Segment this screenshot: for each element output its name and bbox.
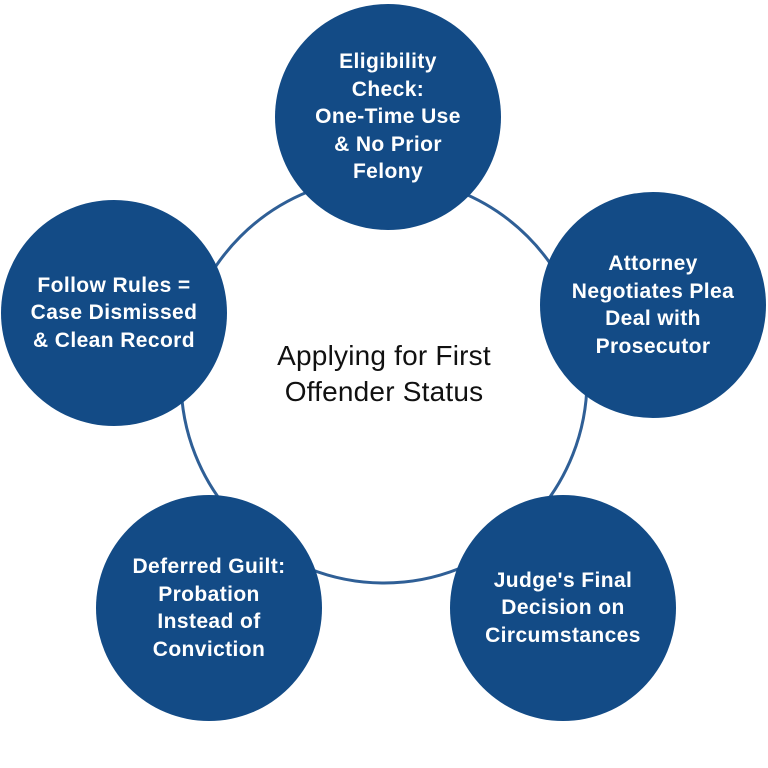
center-title-line-1: Applying for First (277, 340, 491, 371)
step-node-deferred-guilt: Deferred Guilt: Probation Instead of Con… (96, 495, 322, 721)
step-node-line: Probation (158, 582, 260, 606)
step-node-line: & Clean Record (33, 328, 195, 352)
step-node-text: Follow Rules = Case Dismissed & Clean Re… (31, 272, 198, 355)
step-node-text: Deferred Guilt: Probation Instead of Con… (132, 553, 285, 663)
step-node-line: Felony (352, 160, 424, 184)
step-node-line: Negotiates Plea (571, 279, 735, 303)
step-node-line: Decision on (501, 596, 625, 620)
step-node-line: Circumstances (485, 623, 641, 647)
center-title-line-2: Offender Status (284, 376, 484, 407)
step-node-line: Deal with (605, 307, 701, 330)
center-title: Applying for First Offender Status (234, 338, 534, 410)
step-node-line: Attorney (608, 252, 698, 275)
step-node-line: Eligibility (339, 50, 437, 74)
step-node-line: Check: (351, 77, 425, 101)
step-node-eligibility-check: Eligibility Check: One-Time Use & No Pri… (275, 4, 501, 230)
step-node-text: Judge's Final Decision on Circumstances (485, 567, 641, 650)
step-node-line: Instead of (157, 610, 261, 633)
step-node-attorney-negotiates: Attorney Negotiates Plea Deal with Prose… (540, 192, 766, 418)
step-node-line: Follow Rules = (37, 273, 191, 297)
step-node-line: One-Time Use (315, 105, 461, 129)
step-node-line: & No Prior (334, 132, 442, 156)
step-node-follow-rules: Follow Rules = Case Dismissed & Clean Re… (1, 200, 227, 426)
step-node-text: Eligibility Check: One-Time Use & No Pri… (315, 48, 461, 186)
step-node-text: Attorney Negotiates Plea Deal with Prose… (572, 250, 734, 360)
step-node-line: Conviction (152, 637, 266, 661)
step-node-line: Judge's Final (493, 568, 633, 592)
step-node-line: Prosecutor (595, 334, 711, 358)
step-node-line: Case Dismissed (30, 301, 198, 325)
step-node-judges-decision: Judge's Final Decision on Circumstances (450, 495, 676, 721)
step-node-line: Deferred Guilt: (132, 555, 286, 578)
